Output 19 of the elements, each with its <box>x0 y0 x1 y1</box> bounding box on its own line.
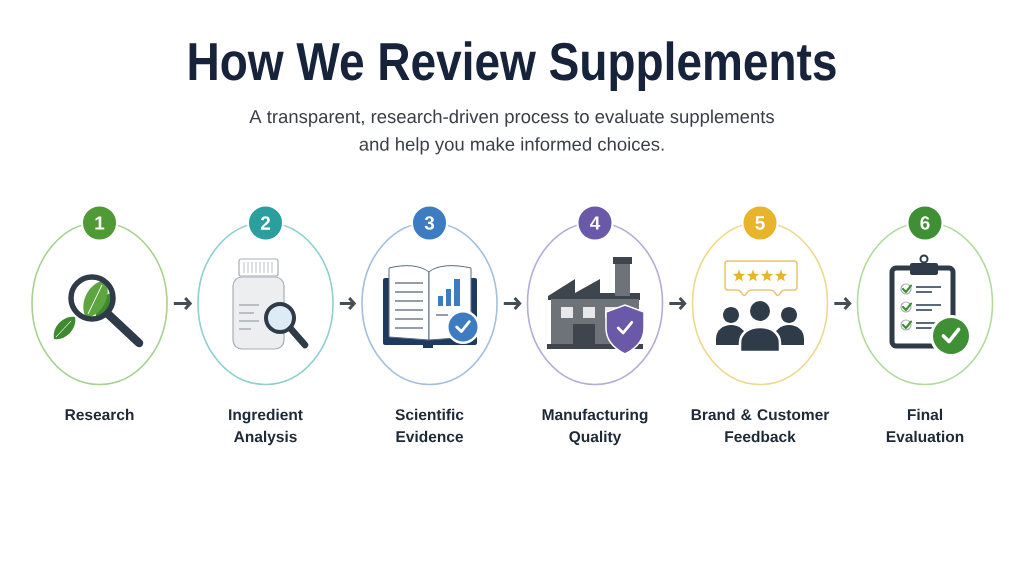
number-badge: 3 <box>411 204 448 242</box>
title: How We Review Supplements <box>189 41 836 92</box>
number-badge: 1 <box>81 204 118 242</box>
number-badge: 4 <box>576 204 614 242</box>
arrow <box>834 297 852 310</box>
number-badge: 6 <box>906 204 944 242</box>
arrow <box>339 297 357 310</box>
subtitle: A transparent, research-driven process to evaluate supplements and help you make informed choices. <box>249 109 774 155</box>
step-label: Manufacturing Quality <box>542 408 648 446</box>
step-label: Research <box>65 408 134 421</box>
number-badge: 2 <box>247 204 284 242</box>
arrow <box>173 297 193 310</box>
arrow <box>669 297 687 310</box>
number-badge: 5 <box>741 204 779 242</box>
step-label: Final Evaluation <box>886 408 964 443</box>
step-label: Brand & Customer Feedback <box>691 408 830 443</box>
step-label: Ingredient Analysis <box>229 408 303 446</box>
step-label: Scientific Evidence <box>395 408 464 443</box>
arrow <box>503 297 522 310</box>
